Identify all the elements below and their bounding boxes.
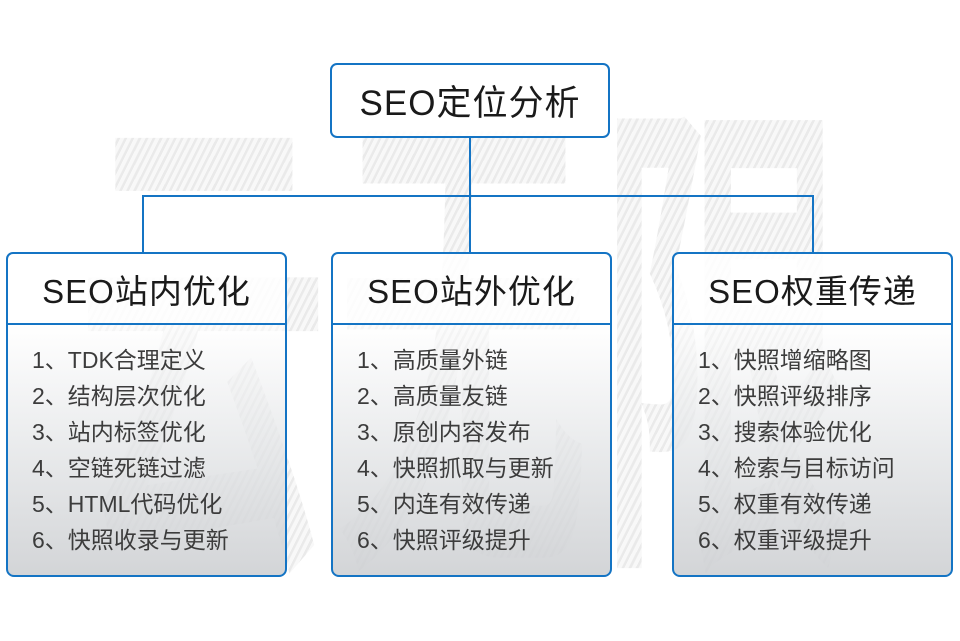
list-item: 1、TDK合理定义 xyxy=(32,347,206,373)
branch-item-list: 1、快照增缩略图 2、快照评级排序 3、搜索体验优化 4、检索与目标访问 5、权… xyxy=(672,323,953,577)
branch-weight-transfer: SEO权重传递 1、快照增缩略图 2、快照评级排序 3、搜索体验优化 4、检索与… xyxy=(672,252,953,577)
list-item: 3、原创内容发布 xyxy=(357,419,531,445)
list-item: 5、内连有效传递 xyxy=(357,491,531,517)
branch-title: SEO站外优化 xyxy=(367,272,576,310)
list-item: 6、快照收录与更新 xyxy=(32,527,229,553)
branch-title: SEO权重传递 xyxy=(708,272,917,310)
list-item: 1、高质量外链 xyxy=(357,347,508,373)
list-item: 2、快照评级排序 xyxy=(698,383,872,409)
branch-item-list: 1、TDK合理定义 2、结构层次优化 3、站内标签优化 4、空链死链过滤 5、H… xyxy=(6,323,287,577)
branch-item-list: 1、高质量外链 2、高质量友链 3、原创内容发布 4、快照抓取与更新 5、内连有… xyxy=(331,323,612,577)
list-item: 6、权重评级提升 xyxy=(698,527,872,553)
list-item: 1、快照增缩略图 xyxy=(698,347,872,373)
branch-header: SEO站外优化 xyxy=(331,252,612,325)
connector-middle-vertical xyxy=(469,195,471,254)
connector-left-vertical xyxy=(142,195,144,254)
root-node-seo-positioning: SEO定位分析 xyxy=(330,63,610,138)
branch-onsite-optimization: SEO站内优化 1、TDK合理定义 2、结构层次优化 3、站内标签优化 4、空链… xyxy=(6,252,287,577)
branch-offsite-optimization: SEO站外优化 1、高质量外链 2、高质量友链 3、原创内容发布 4、快照抓取与… xyxy=(331,252,612,577)
connector-horizontal xyxy=(142,195,814,197)
list-item: 2、结构层次优化 xyxy=(32,383,206,409)
list-item: 4、快照抓取与更新 xyxy=(357,455,554,481)
list-item: 3、站内标签优化 xyxy=(32,419,206,445)
list-item: 3、搜索体验优化 xyxy=(698,419,872,445)
list-item: 4、空链死链过滤 xyxy=(32,455,206,481)
branch-title: SEO站内优化 xyxy=(42,272,251,310)
root-node-title: SEO定位分析 xyxy=(359,84,581,123)
branch-header: SEO权重传递 xyxy=(672,252,953,325)
list-item: 5、HTML代码优化 xyxy=(32,491,223,517)
branch-header: SEO站内优化 xyxy=(6,252,287,325)
connector-right-vertical xyxy=(812,195,814,254)
list-item: 2、高质量友链 xyxy=(357,383,508,409)
connector-root-vertical xyxy=(469,137,471,197)
list-item: 4、检索与目标访问 xyxy=(698,455,895,481)
list-item: 5、权重有效传递 xyxy=(698,491,872,517)
list-item: 6、快照评级提升 xyxy=(357,527,531,553)
